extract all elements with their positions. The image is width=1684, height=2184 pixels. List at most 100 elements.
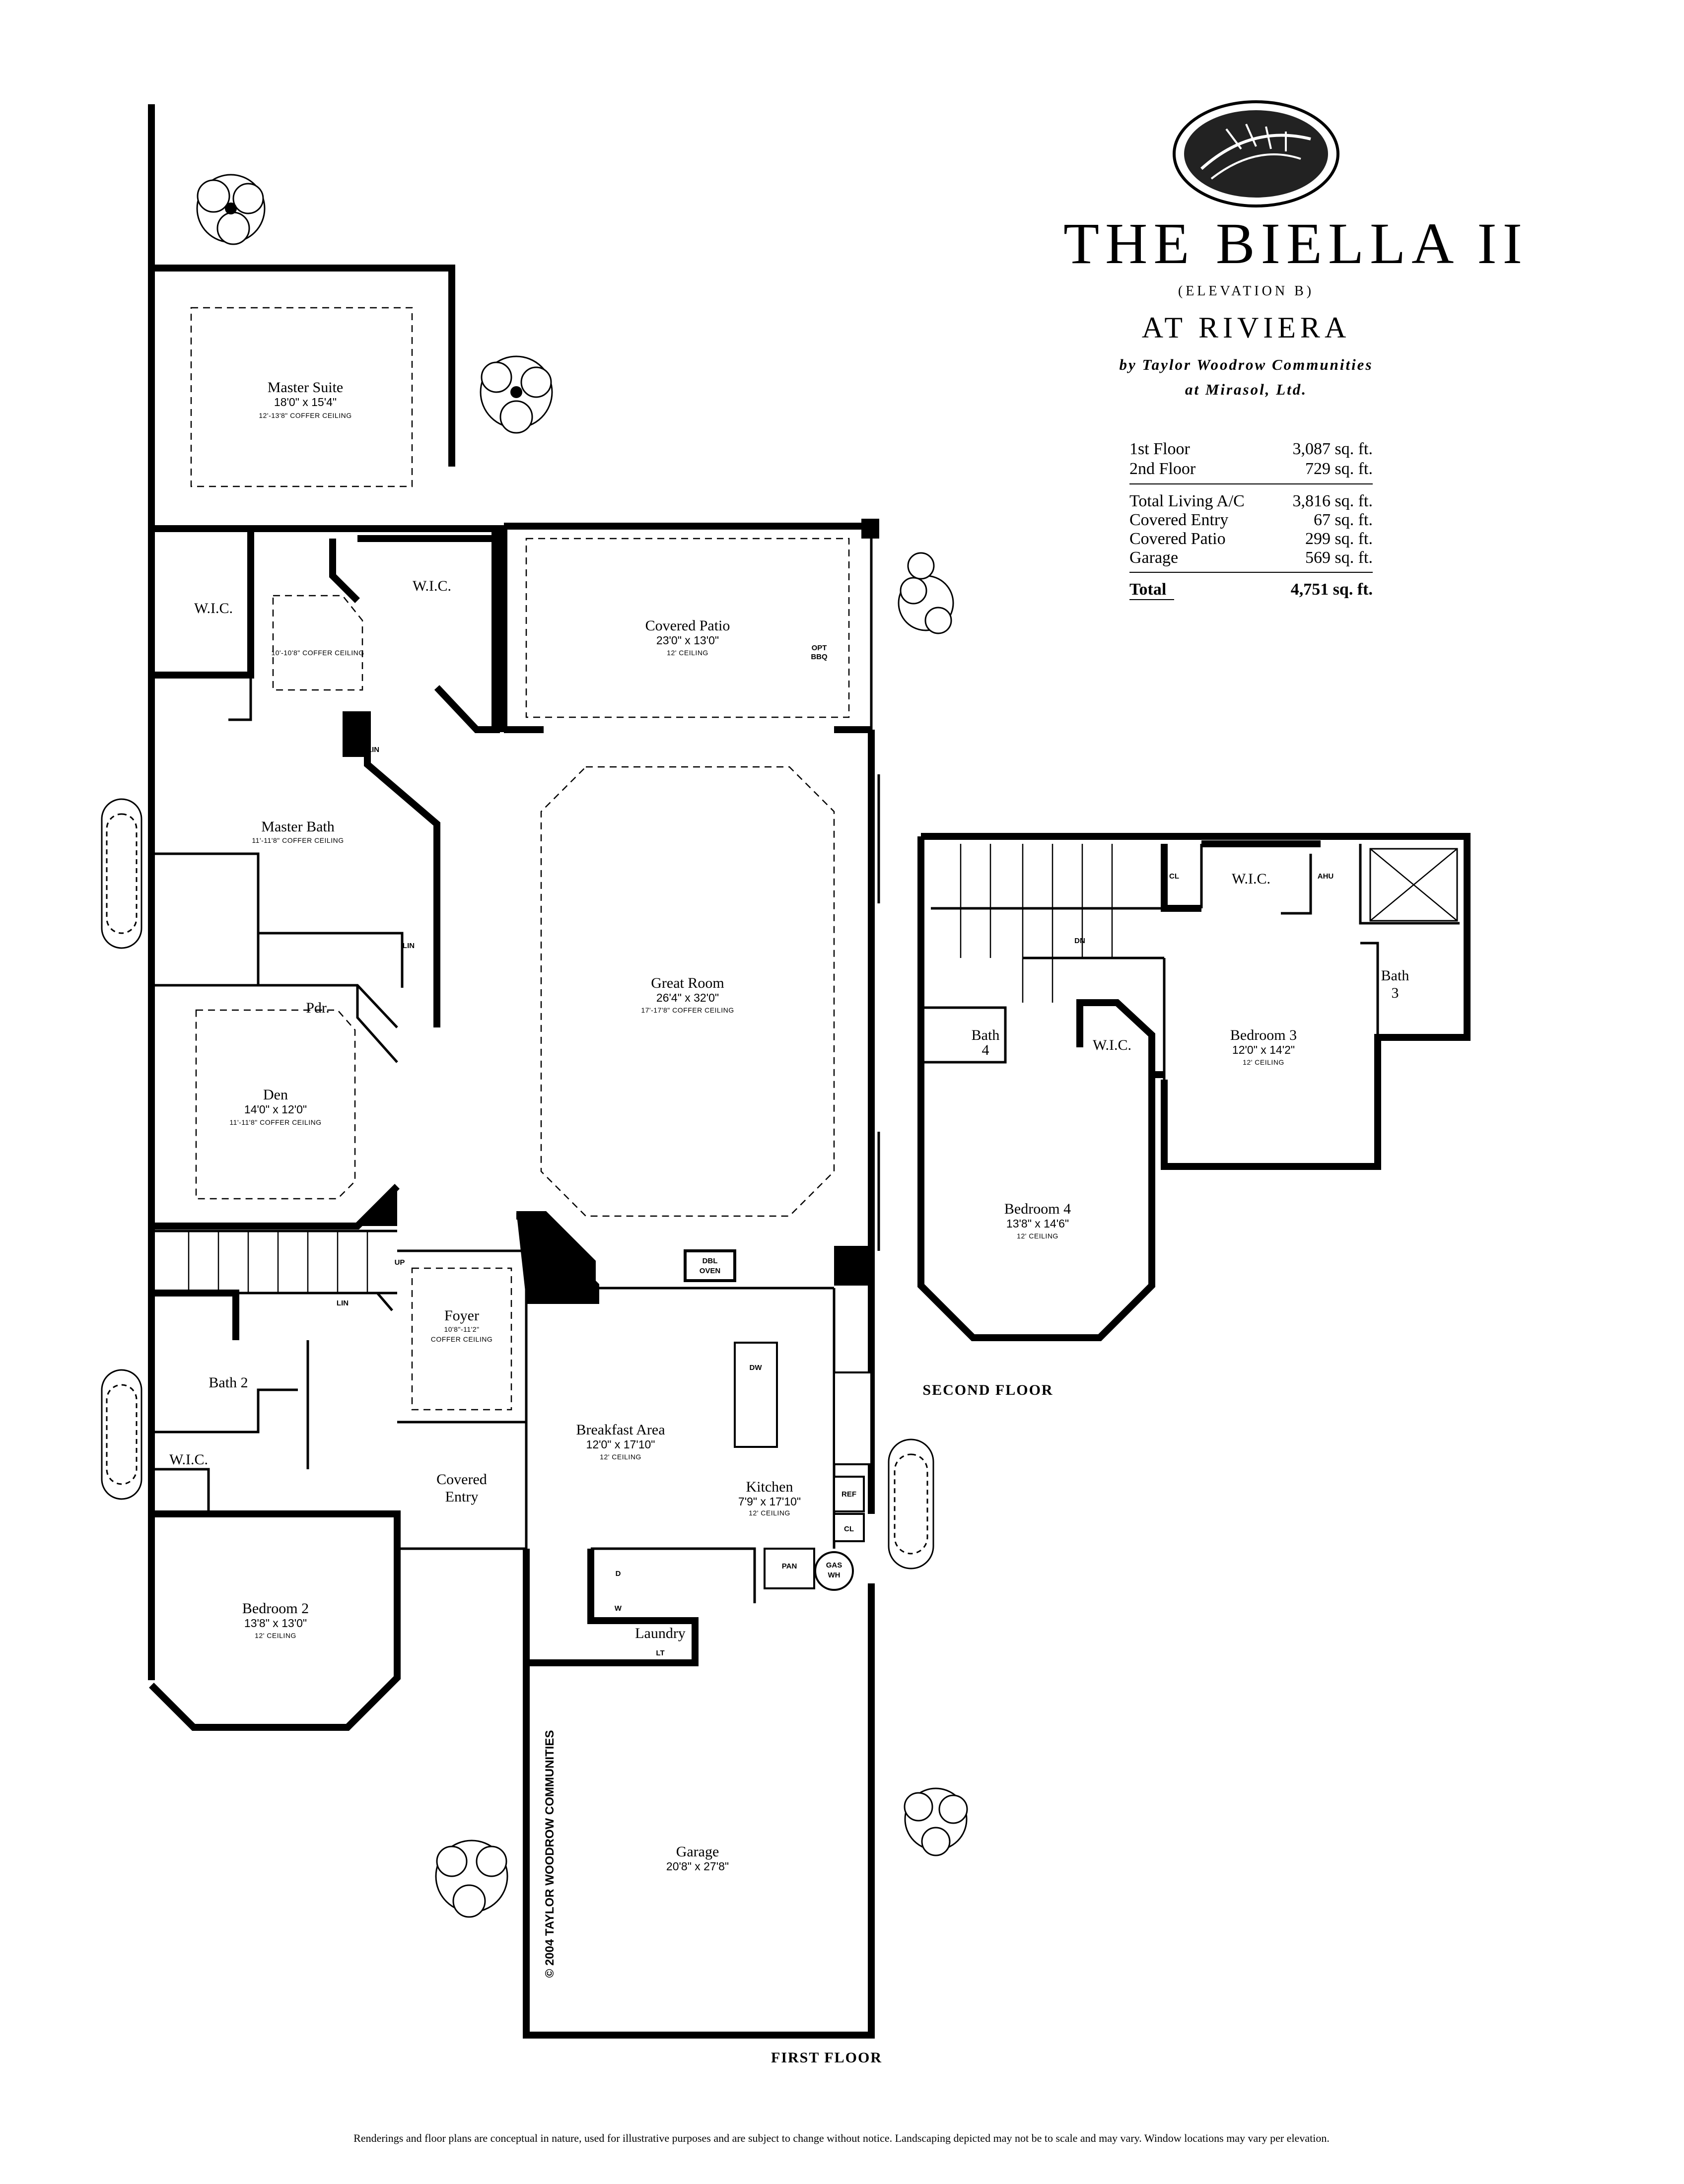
room-name: Garage bbox=[676, 1843, 719, 1860]
fixture-linen: LIN bbox=[403, 942, 415, 950]
stair-down-label: DN bbox=[1074, 937, 1085, 945]
sqft-value: 67 sq. ft. bbox=[1314, 511, 1373, 529]
shrub-icon bbox=[898, 552, 954, 634]
room-garage: Garage 20'8" x 27'8" bbox=[666, 1843, 729, 1873]
room-name: Covered bbox=[436, 1471, 487, 1488]
room-dimensions: 18'0" x 15'4" bbox=[274, 396, 337, 409]
room-name: Bedroom 3 bbox=[1230, 1027, 1297, 1043]
sqft-label: Covered Entry bbox=[1129, 511, 1228, 529]
room-master-bath: Master Bath 11'-11'8" COFFER CEILING bbox=[252, 819, 344, 844]
room-bedroom-2: Bedroom 2 13'8" x 13'0" 12' CEILING bbox=[242, 1600, 309, 1639]
room-dimensions: 23'0" x 13'0" bbox=[656, 634, 719, 647]
fixture-opt-bbq: BBQ bbox=[811, 653, 828, 661]
room-ceiling: 12' CEILING bbox=[749, 1509, 790, 1517]
room-ceiling: COFFER CEILING bbox=[431, 1335, 492, 1343]
disclaimer-text: Renderings and floor plans are conceptua… bbox=[353, 2132, 1330, 2144]
room-ceiling: 12' CEILING bbox=[600, 1453, 641, 1461]
plan-elevation: (ELEVATION B) bbox=[1178, 283, 1314, 299]
hedge-icon bbox=[101, 798, 142, 949]
room-dimensions: 20'8" x 27'8" bbox=[666, 1860, 729, 1873]
room-name: Bedroom 4 bbox=[1004, 1201, 1071, 1217]
room-name: Bedroom 2 bbox=[242, 1600, 309, 1617]
fixture-gas-water-heater: WH bbox=[828, 1571, 841, 1579]
room-ceiling: 12' CEILING bbox=[667, 649, 708, 657]
fixture-dishwasher: DW bbox=[750, 1364, 763, 1372]
fixture-linen: LIN bbox=[367, 746, 379, 754]
room-dimensions: 10'8"-11'2" bbox=[444, 1325, 479, 1333]
sqft-value: 729 sq. ft. bbox=[1305, 460, 1373, 478]
fixture-closet: CL bbox=[844, 1525, 854, 1533]
room-ceiling: 11'-11'8" COFFER CEILING bbox=[252, 836, 344, 844]
sqft-label: Total Living A/C bbox=[1129, 492, 1245, 510]
room-den: Den 14'0" x 12'0" 11'-11'8" COFFER CEILI… bbox=[229, 1087, 321, 1126]
shrub-icon bbox=[435, 1840, 508, 1918]
shrub-icon bbox=[480, 355, 553, 434]
room-name: Kitchen bbox=[746, 1479, 793, 1495]
second-floor-walls bbox=[917, 833, 1471, 1341]
room-ceiling: 12' CEILING bbox=[255, 1632, 296, 1639]
fixture-dryer: D bbox=[616, 1570, 621, 1578]
room-great-room: Great Room 26'4" x 32'0" 17'-17'8" COFFE… bbox=[641, 975, 734, 1014]
room-dimensions: 13'8" x 14'6" bbox=[1006, 1217, 1069, 1230]
room-name: Bath bbox=[972, 1027, 1000, 1043]
room-ceiling: 11'-11'8" COFFER CEILING bbox=[229, 1118, 321, 1126]
sqft-value: 569 sq. ft. bbox=[1305, 548, 1373, 567]
fixture-gas-water-heater: GAS bbox=[826, 1561, 842, 1570]
room-bedroom-3: Bedroom 3 12'0" x 14'2" 12' CEILING bbox=[1230, 1027, 1297, 1066]
room-dimensions: 12'0" x 17'10" bbox=[586, 1438, 655, 1451]
room-wic: W.I.C. bbox=[194, 600, 233, 616]
sqft-total-label: Total bbox=[1129, 580, 1166, 599]
room-powder: Pdr. bbox=[306, 1000, 330, 1016]
room-ceiling: 12' CEILING bbox=[1017, 1232, 1058, 1240]
room-covered-patio: Covered Patio 23'0" x 13'0" 12' CEILING bbox=[645, 617, 730, 657]
room-ceiling: 17'-17'8" COFFER CEILING bbox=[641, 1006, 734, 1014]
room-laundry: Laundry bbox=[635, 1625, 686, 1641]
sqft-label: 2nd Floor bbox=[1129, 460, 1196, 478]
fixture-laundry-tub: LT bbox=[656, 1649, 664, 1657]
sqft-total-value: 4,751 sq. ft. bbox=[1291, 580, 1373, 599]
plan-title: THE BIELLA II bbox=[1063, 211, 1528, 276]
sqft-value: 299 sq. ft. bbox=[1305, 530, 1373, 548]
hedge-icon bbox=[888, 1438, 934, 1570]
fixture-double-oven: OVEN bbox=[700, 1267, 721, 1275]
stair-up-label: UP bbox=[395, 1258, 405, 1267]
room-wic: W.I.C. bbox=[413, 578, 451, 594]
room-bath-2: Bath 2 bbox=[209, 1374, 248, 1391]
sqft-value: 3,816 sq. ft. bbox=[1293, 492, 1373, 510]
shrub-icon bbox=[196, 174, 266, 245]
first-floor-walls bbox=[148, 104, 880, 2039]
room-dimensions: 14'0" x 12'0" bbox=[244, 1103, 307, 1116]
room-dimensions: 12'0" x 14'2" bbox=[1232, 1043, 1295, 1056]
plan-builder-line1: by Taylor Woodrow Communities bbox=[1119, 356, 1373, 373]
room-wic: W.I.C. bbox=[1093, 1037, 1131, 1053]
fixture-labels: OPT BBQ LIN LIN LIN UP DBL OVEN DW REF C… bbox=[337, 644, 1333, 1657]
room-kitchen: Kitchen 7'9" x 17'10" 12' CEILING bbox=[738, 1479, 801, 1517]
sqft-label: Covered Patio bbox=[1129, 530, 1226, 548]
room-name: Covered Patio bbox=[645, 617, 730, 634]
copyright-notice: © 2004 TAYLOR WOODROW COMMUNITIES bbox=[543, 1730, 557, 1978]
fixture-closet: CL bbox=[1169, 872, 1179, 881]
room-bath-4: Bath 4 bbox=[972, 1027, 1000, 1058]
room-wic: W.I.C. bbox=[169, 1451, 208, 1468]
hedge-icon bbox=[101, 1369, 142, 1500]
fixture-washer: W bbox=[615, 1604, 622, 1613]
room-ceiling: 10'-10'8" COFFER CEILING bbox=[271, 649, 364, 657]
square-footage-table: 1st Floor 3,087 sq. ft. 2nd Floor 729 sq… bbox=[1129, 440, 1373, 600]
room-name: Bath bbox=[1381, 967, 1409, 984]
room-wic: W.I.C. bbox=[1232, 871, 1270, 887]
plan-builder-line2: at Mirasol, Ltd. bbox=[1185, 381, 1307, 398]
room-name: Master Suite bbox=[268, 379, 343, 396]
fixture-linen: LIN bbox=[337, 1299, 349, 1307]
room-bath-3: Bath 3 bbox=[1381, 967, 1409, 1001]
shrub-icon bbox=[904, 1787, 968, 1856]
fern-logo-icon bbox=[1173, 100, 1339, 207]
plan-community: AT RIVIERA bbox=[1142, 311, 1351, 344]
fixture-double-oven: DBL bbox=[702, 1257, 718, 1265]
room-dimensions: 7'9" x 17'10" bbox=[738, 1495, 801, 1508]
second-floor-label: SECOND FLOOR bbox=[922, 1382, 1053, 1398]
room-dimensions: 26'4" x 32'0" bbox=[656, 991, 719, 1004]
sqft-label: Garage bbox=[1129, 548, 1178, 567]
sqft-label: 1st Floor bbox=[1129, 440, 1191, 458]
first-floor-label: FIRST FLOOR bbox=[771, 2049, 882, 2066]
